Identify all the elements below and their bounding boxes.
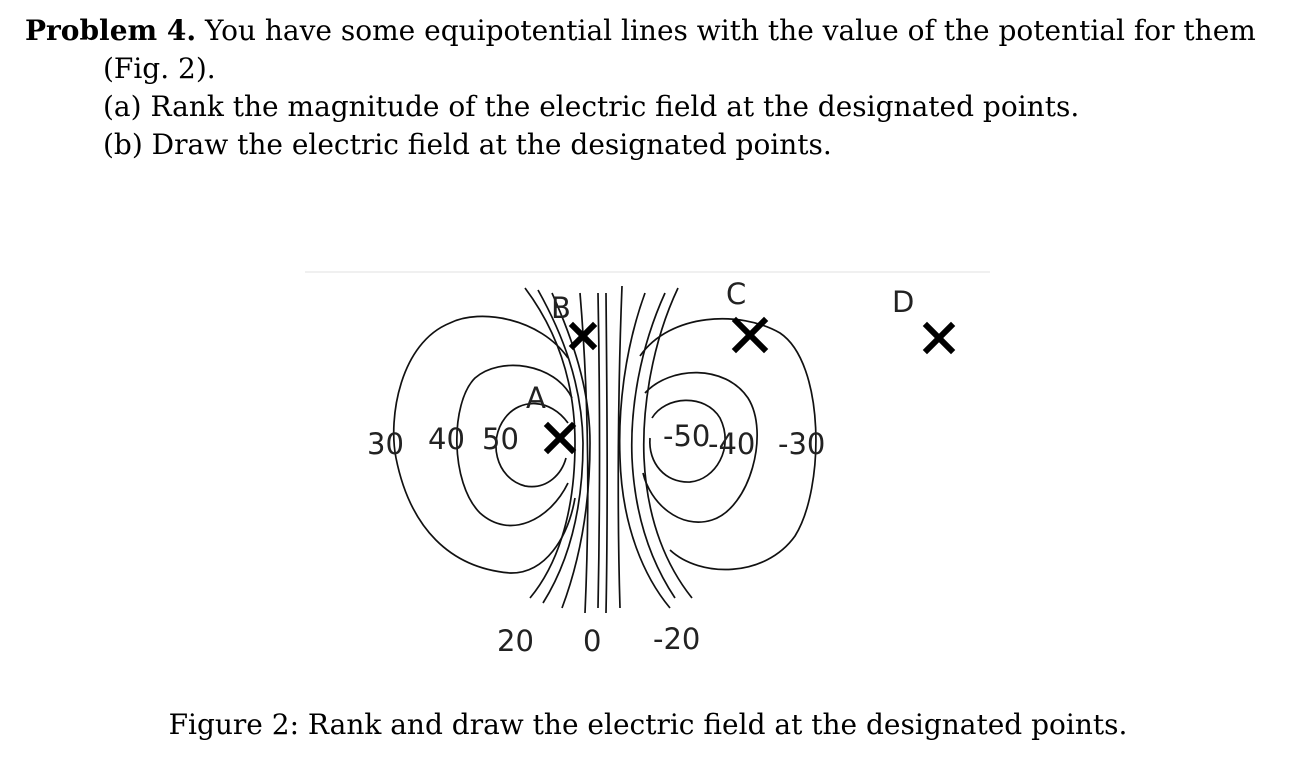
- equipotential-m50: [649, 399, 726, 483]
- potential-label-minus-40: -40: [708, 427, 755, 461]
- equipotential-m30: [639, 317, 817, 571]
- potential-label-30: 30: [367, 427, 404, 461]
- potential-label-20: 20: [497, 624, 534, 658]
- point-a-label: A: [526, 381, 546, 415]
- equipotential-m20-b: [642, 287, 693, 599]
- potential-label-minus-20: -20: [653, 622, 700, 656]
- equipotential-0-b: [597, 292, 601, 609]
- equipotential-m20-a: [630, 292, 676, 599]
- problem-intro-cont: (Fig. 2).: [103, 52, 216, 85]
- equipotential-figure: A B C D 30 40 50 -50 -40 -30 20 0 -20: [305, 271, 990, 658]
- point-c-marker: [731, 316, 769, 354]
- equipotential-0-d: [617, 285, 623, 609]
- potential-label-0: 0: [583, 624, 601, 658]
- equipotential-40: [456, 364, 573, 527]
- potential-label-minus-30: -30: [778, 427, 825, 461]
- potential-label-40: 40: [428, 422, 465, 456]
- equipotential-0-c: [605, 292, 609, 614]
- part-b: (b) Draw the electric field at the desig…: [103, 128, 832, 161]
- problem-intro-line: Problem 4. You have some equipotential l…: [25, 12, 1295, 50]
- equipotential-20-b: [537, 289, 584, 604]
- point-b-label: B: [551, 291, 571, 325]
- equipotential-0-a: [579, 292, 589, 614]
- equipotential-20-a: [524, 287, 576, 599]
- point-c-label: C: [726, 277, 746, 311]
- problem-statement: Problem 4. You have some equipotential l…: [25, 12, 1295, 164]
- problem-intro: You have some equipotential lines with t…: [205, 14, 1256, 47]
- point-d-label: D: [892, 285, 914, 319]
- equipotential-30: [392, 315, 576, 574]
- problem-heading: Problem 4.: [25, 14, 197, 47]
- equipotential-10: [551, 292, 591, 609]
- point-a-marker: [543, 421, 577, 455]
- designated-point-markers: [543, 316, 956, 455]
- equipotential-m40: [642, 371, 758, 523]
- equipotential-50: [495, 402, 569, 488]
- potential-label-minus-50: -50: [663, 419, 710, 453]
- equipotential-m10: [618, 292, 671, 609]
- part-a: (a) Rank the magnitude of the electric f…: [103, 90, 1080, 123]
- point-b-marker: [568, 321, 598, 351]
- figure-caption: Figure 2: Rank and draw the electric fie…: [168, 708, 1128, 741]
- point-d-marker: [922, 321, 956, 355]
- potential-label-50: 50: [482, 422, 519, 456]
- equipotential-lines: [392, 285, 817, 614]
